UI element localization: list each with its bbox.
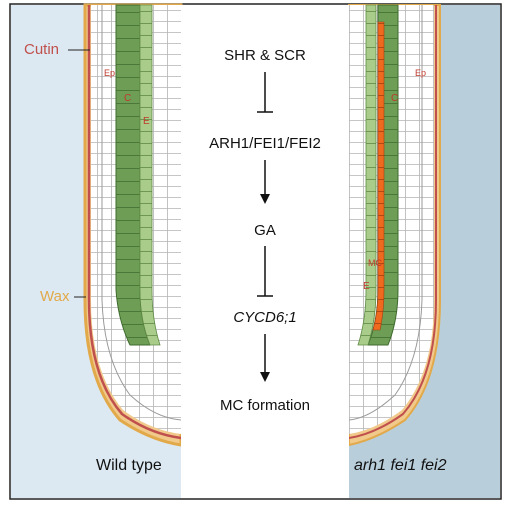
pathway-step-5: MC formation [220,397,310,414]
endodermis-left [139,4,161,346]
c-label-right: C [391,93,398,104]
wild-type-label: Wild type [96,457,162,474]
ep-label-right: Ep [415,68,426,78]
cutin-layer-right [348,5,437,439]
epidermis-right [348,5,423,421]
middle-cortex-right [372,21,385,331]
pathway-step-3: GA [254,222,276,239]
e-label-left: E [143,116,150,127]
endodermis-right [357,4,377,346]
pathway: SHR & SCR ARH1/FEI1/FEI2 GA CYCD6;1 MC f… [209,47,321,414]
arrowhead-2 [260,372,270,382]
epidermis-left [101,5,182,421]
wax-label: Wax [40,288,70,305]
mutant-label: arh1 fei1 fei2 [354,457,447,474]
ep-label-left: Ep [104,68,115,78]
pathway-step-2: ARH1/FEI1/FEI2 [209,135,321,152]
cutin-layer [87,5,182,440]
e-label-right: E [363,281,370,292]
c-label-left: C [124,93,131,104]
pathway-step-1: SHR & SCR [224,47,306,64]
mc-label-right: MC [368,258,382,268]
pathway-step-4: CYCD6;1 [233,309,296,326]
arrowhead-1 [260,194,270,204]
cutin-label: Cutin [24,41,59,58]
wild-type-root [83,3,183,447]
mutant-root [348,4,441,447]
